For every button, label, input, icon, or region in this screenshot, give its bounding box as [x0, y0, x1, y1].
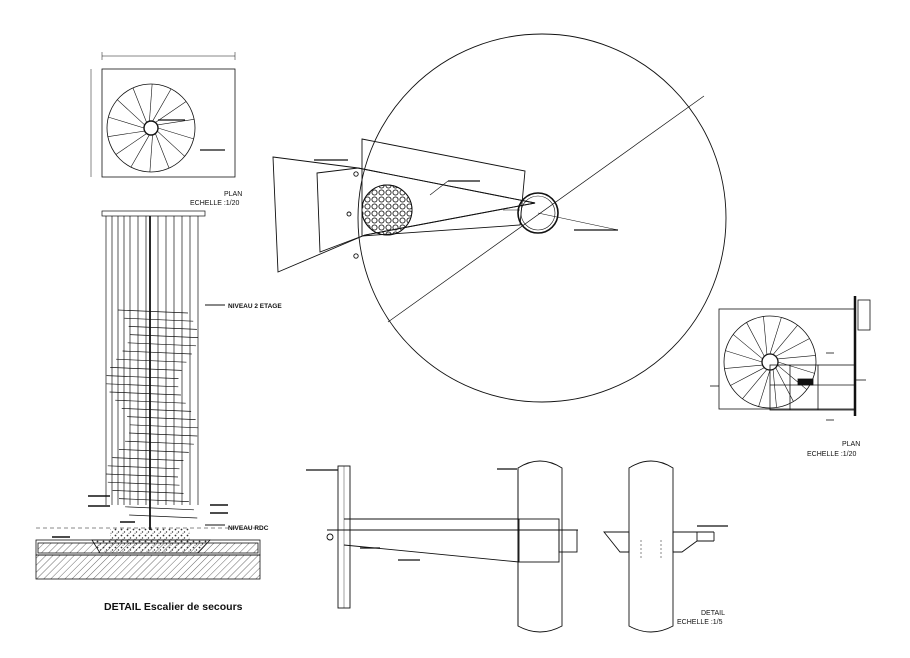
bracket-detail: [306, 460, 728, 633]
elevation-tread-line: [118, 498, 189, 502]
plan-right-scale: ECHELLE :1/20: [807, 451, 857, 458]
elevation-tread-line: [107, 465, 180, 470]
elevation-tread-line: [107, 481, 180, 486]
right-plan-tread-line: [763, 316, 768, 355]
elevation-tread-line: [106, 375, 179, 379]
small-plan-tread-line: [157, 119, 195, 126]
right-plan-tread-line: [732, 334, 763, 360]
elevation-tread-line: [110, 367, 182, 371]
elevation-tread-line: [112, 457, 184, 461]
small-plan-tread-line: [155, 101, 187, 123]
right-plan: [710, 296, 871, 421]
small-plan-tread-line: [157, 127, 194, 140]
plan-small-scale: ECHELLE :1/20: [190, 200, 240, 207]
elevation-tread-line: [128, 326, 197, 330]
elevation-tread-line: [124, 317, 194, 322]
right-plan-tread-line: [742, 369, 768, 400]
small-plan-tread-line: [117, 99, 145, 126]
elevation-tread-line: [129, 334, 198, 338]
plan-right-label: PLAN: [842, 441, 860, 448]
small-plan-tread-line: [157, 130, 185, 157]
level-2-label: NIVEAU 2 ETAGE: [228, 303, 282, 310]
elevation-tread-line: [117, 309, 189, 314]
small-plan-tread-line: [149, 134, 153, 173]
elevation-tread-line: [121, 408, 192, 412]
right-plan-tread-line: [758, 369, 771, 407]
ground-section: [35, 527, 261, 580]
detail-label: DETAIL: [701, 610, 725, 617]
large-plan: [272, 33, 727, 403]
right-plan-tread-line: [777, 364, 808, 390]
small-plan-tread-line: [149, 83, 153, 122]
elevation-tread-line: [129, 432, 198, 437]
small-plan-tread-line: [107, 130, 145, 137]
small-plan-tread-line: [130, 134, 150, 168]
small-plan-tread-line: [132, 87, 147, 123]
right-plan-tread-line: [725, 350, 763, 363]
small-plan-tread-line: [155, 133, 170, 169]
level-rdc-label: NIVEAU RDC: [228, 525, 269, 532]
elevation-tread-line: [129, 424, 198, 429]
elevation-tread-line: [127, 416, 196, 420]
right-plan-tread-line: [769, 317, 782, 355]
right-plan-tread-line: [777, 361, 815, 374]
right-plan-tread-line: [746, 322, 765, 357]
elevation-tread-line: [105, 473, 179, 478]
right-plan-tread-line: [772, 324, 798, 355]
small-plan-tread-line: [108, 116, 145, 129]
elevation-tread-line: [129, 514, 198, 519]
detail-scale: ECHELLE :1/5: [677, 619, 723, 626]
elevation-tread-line: [112, 490, 184, 494]
stair-elevation: [52, 210, 228, 538]
elevation-tread-line: [116, 358, 187, 363]
small-plan-tread-line: [115, 133, 147, 155]
elevation-tread-line: [125, 440, 194, 445]
small-plan-tread-line: [152, 88, 172, 122]
elevation-tread-line: [118, 449, 189, 453]
right-plan-tread-line: [777, 355, 816, 360]
right-plan-tread-line: [730, 367, 765, 386]
small-plan: [90, 52, 236, 178]
right-plan-tread-line: [724, 364, 763, 369]
elevation-tread-line: [125, 506, 194, 511]
elevation-tread-line: [122, 350, 192, 355]
elevation-tread-line: [109, 391, 181, 396]
elevation-tread-line: [106, 383, 179, 388]
plan-small-label: PLAN: [224, 191, 242, 198]
right-plan-tread-line: [772, 369, 777, 408]
elevation-tread-line: [127, 342, 197, 347]
drawing-title: DETAIL Escalier de secours: [104, 601, 243, 613]
right-plan-tread-line: [775, 338, 810, 357]
